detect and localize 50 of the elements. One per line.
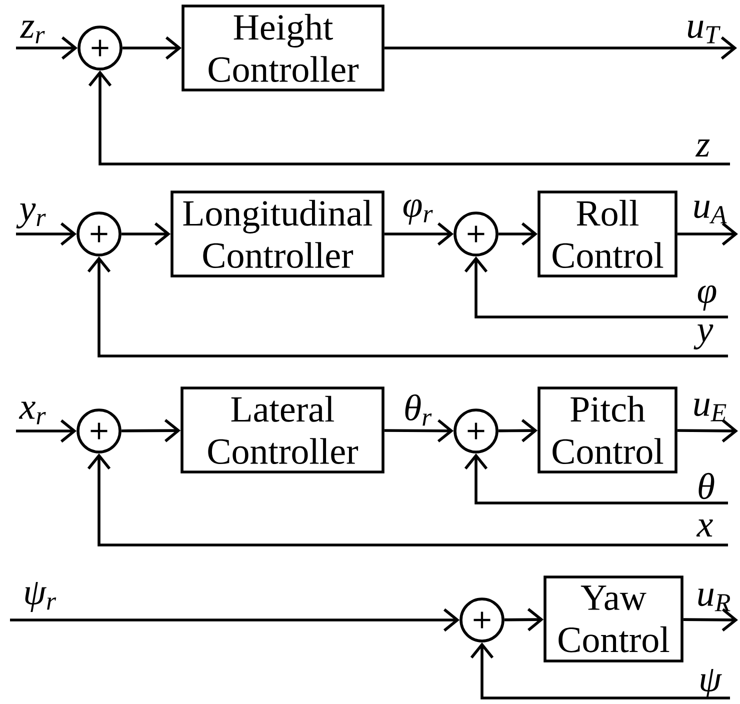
signal-arrow [87, 256, 728, 358]
signal-arrow [498, 222, 538, 246]
signal-label: u$_{A}$ [694, 200, 727, 224]
signal-label: y [694, 324, 714, 350]
signal-arrow [464, 256, 728, 318]
signal-label: u$_{T}$ [688, 20, 720, 44]
signal-label: x [696, 520, 713, 536]
summing-junction: + [76, 212, 122, 256]
summing-junction: + [76, 408, 122, 454]
signal-arrow [16, 222, 77, 246]
signal-label: z [695, 140, 710, 156]
signal-label: z$_{r}$ [20, 20, 45, 44]
signal-arrow [16, 36, 78, 60]
signal-arrow [470, 642, 730, 700]
signal-label: θ$_{r}$ [405, 394, 432, 426]
summing-junction: + [78, 26, 122, 70]
controller-box: Yaw Control [544, 576, 684, 662]
signal-label: u$_{R}$ [698, 588, 730, 612]
signal-label: φ$_{r}$ [403, 199, 433, 225]
signal-arrow [504, 608, 544, 632]
signal-label: θ [698, 472, 714, 500]
signal-label: u$_{E}$ [694, 398, 726, 422]
signal-arrow [121, 222, 171, 246]
signal-arrow [384, 222, 454, 246]
signal-arrow [498, 419, 538, 442]
signal-arrow [683, 608, 738, 632]
controller-box: Lateral Controller [180, 386, 384, 474]
signal-arrow [10, 608, 460, 632]
controller-box: Roll Control [538, 190, 678, 278]
signal-arrow [121, 419, 181, 442]
controller-box: Pitch Control [538, 386, 678, 474]
signal-arrow [384, 36, 737, 60]
signal-arrow [677, 222, 738, 246]
signal-arrow [677, 419, 738, 442]
signal-arrow [122, 36, 182, 60]
summing-junction: + [460, 598, 504, 642]
controller-box: Longitudinal Controller [170, 190, 384, 278]
signal-label: ψ$_{r}$ [25, 582, 56, 612]
signal-arrow [87, 453, 728, 546]
signal-label: y$_{r}$ [16, 204, 46, 228]
signal-label: ψ [700, 668, 722, 699]
summing-junction: + [454, 212, 498, 256]
signal-arrow [384, 419, 454, 442]
signal-arrow [464, 453, 728, 504]
summing-junction: + [454, 408, 498, 454]
signal-arrow [16, 419, 77, 443]
controller-box: Height Controller [182, 4, 384, 92]
signal-label: x$_{r}$ [18, 402, 46, 424]
signal-arrow [88, 70, 730, 166]
signal-label: φ [698, 285, 716, 311]
